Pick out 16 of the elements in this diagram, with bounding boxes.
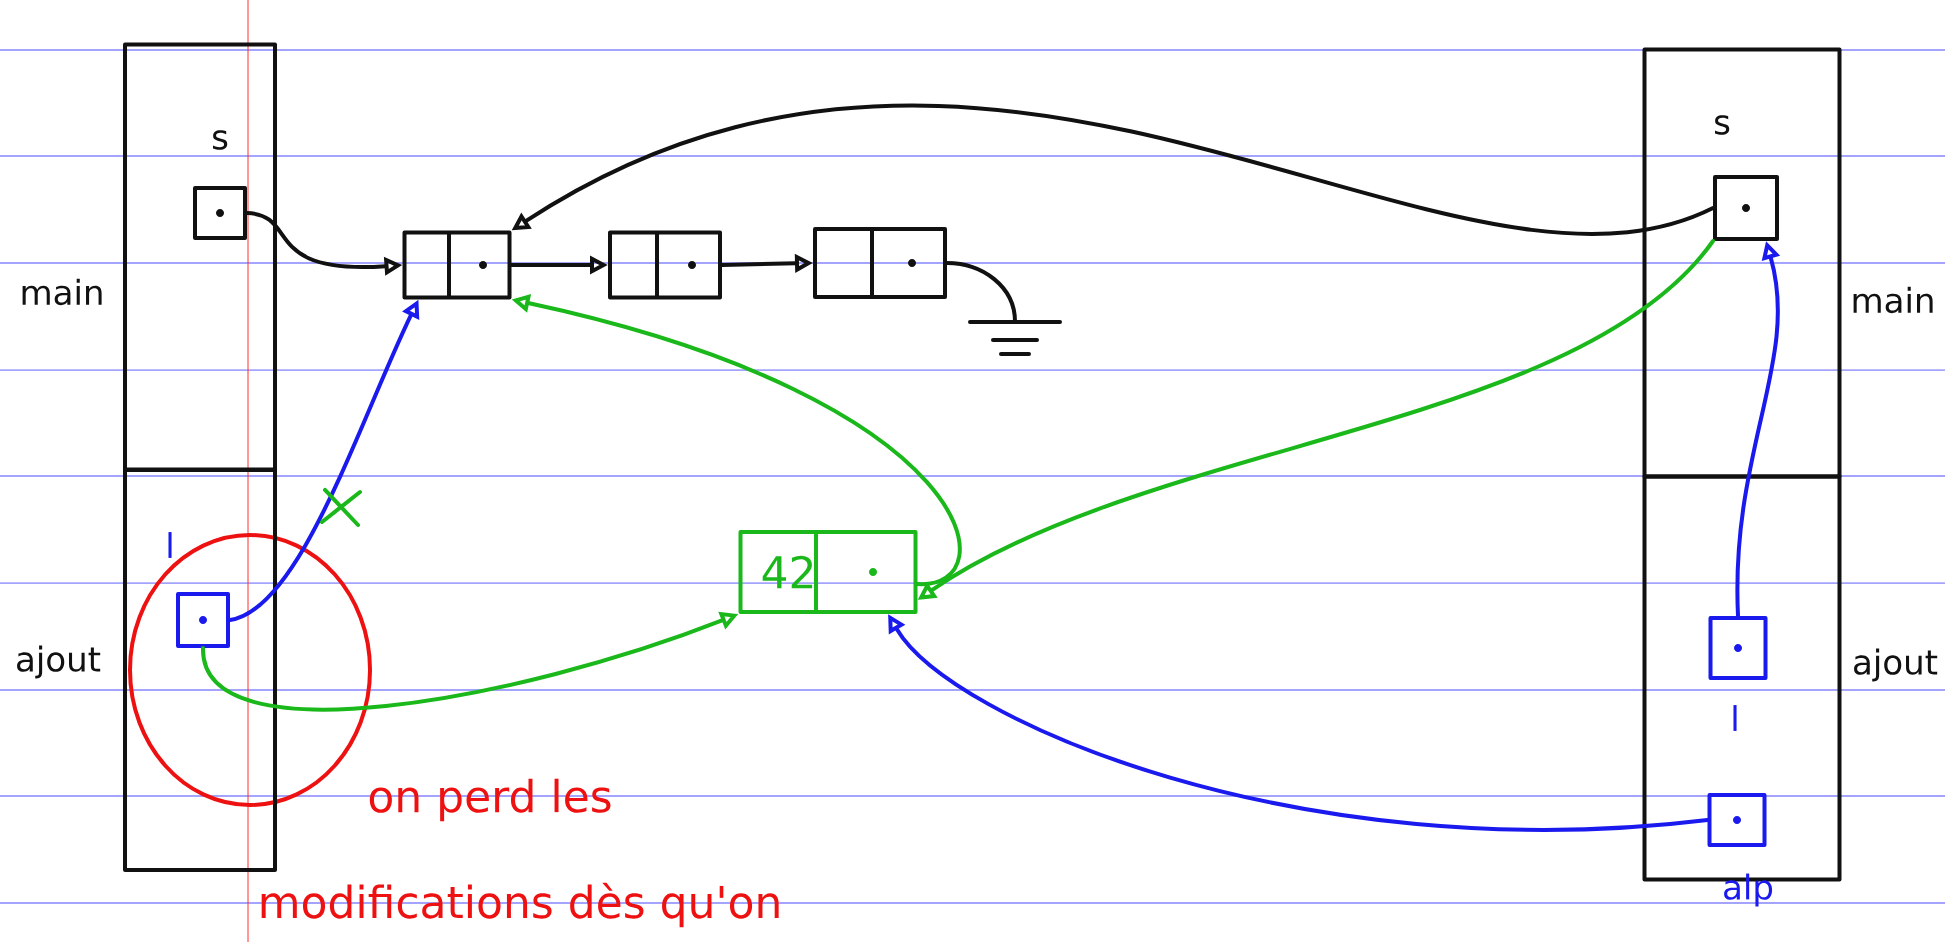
frame-label: main [1853, 286, 1933, 314]
frame-label: main [22, 278, 102, 306]
list-node [608, 230, 722, 300]
variable-name: l [168, 532, 172, 558]
variable-name: s [213, 130, 228, 150]
annotation: on perd les [369, 778, 611, 822]
list-node: 42 [738, 530, 918, 614]
variable-name: s [1715, 115, 1730, 135]
variable-name: l [1733, 705, 1737, 731]
null-ground-symbol [968, 320, 1062, 356]
variable-name: alp [1724, 873, 1773, 907]
frame-label: ajout [17, 645, 101, 679]
annotation: modifications dès qu'on [261, 882, 779, 928]
list-node [402, 230, 512, 300]
frame-label: ajout [1854, 648, 1938, 682]
list-node [813, 227, 947, 299]
